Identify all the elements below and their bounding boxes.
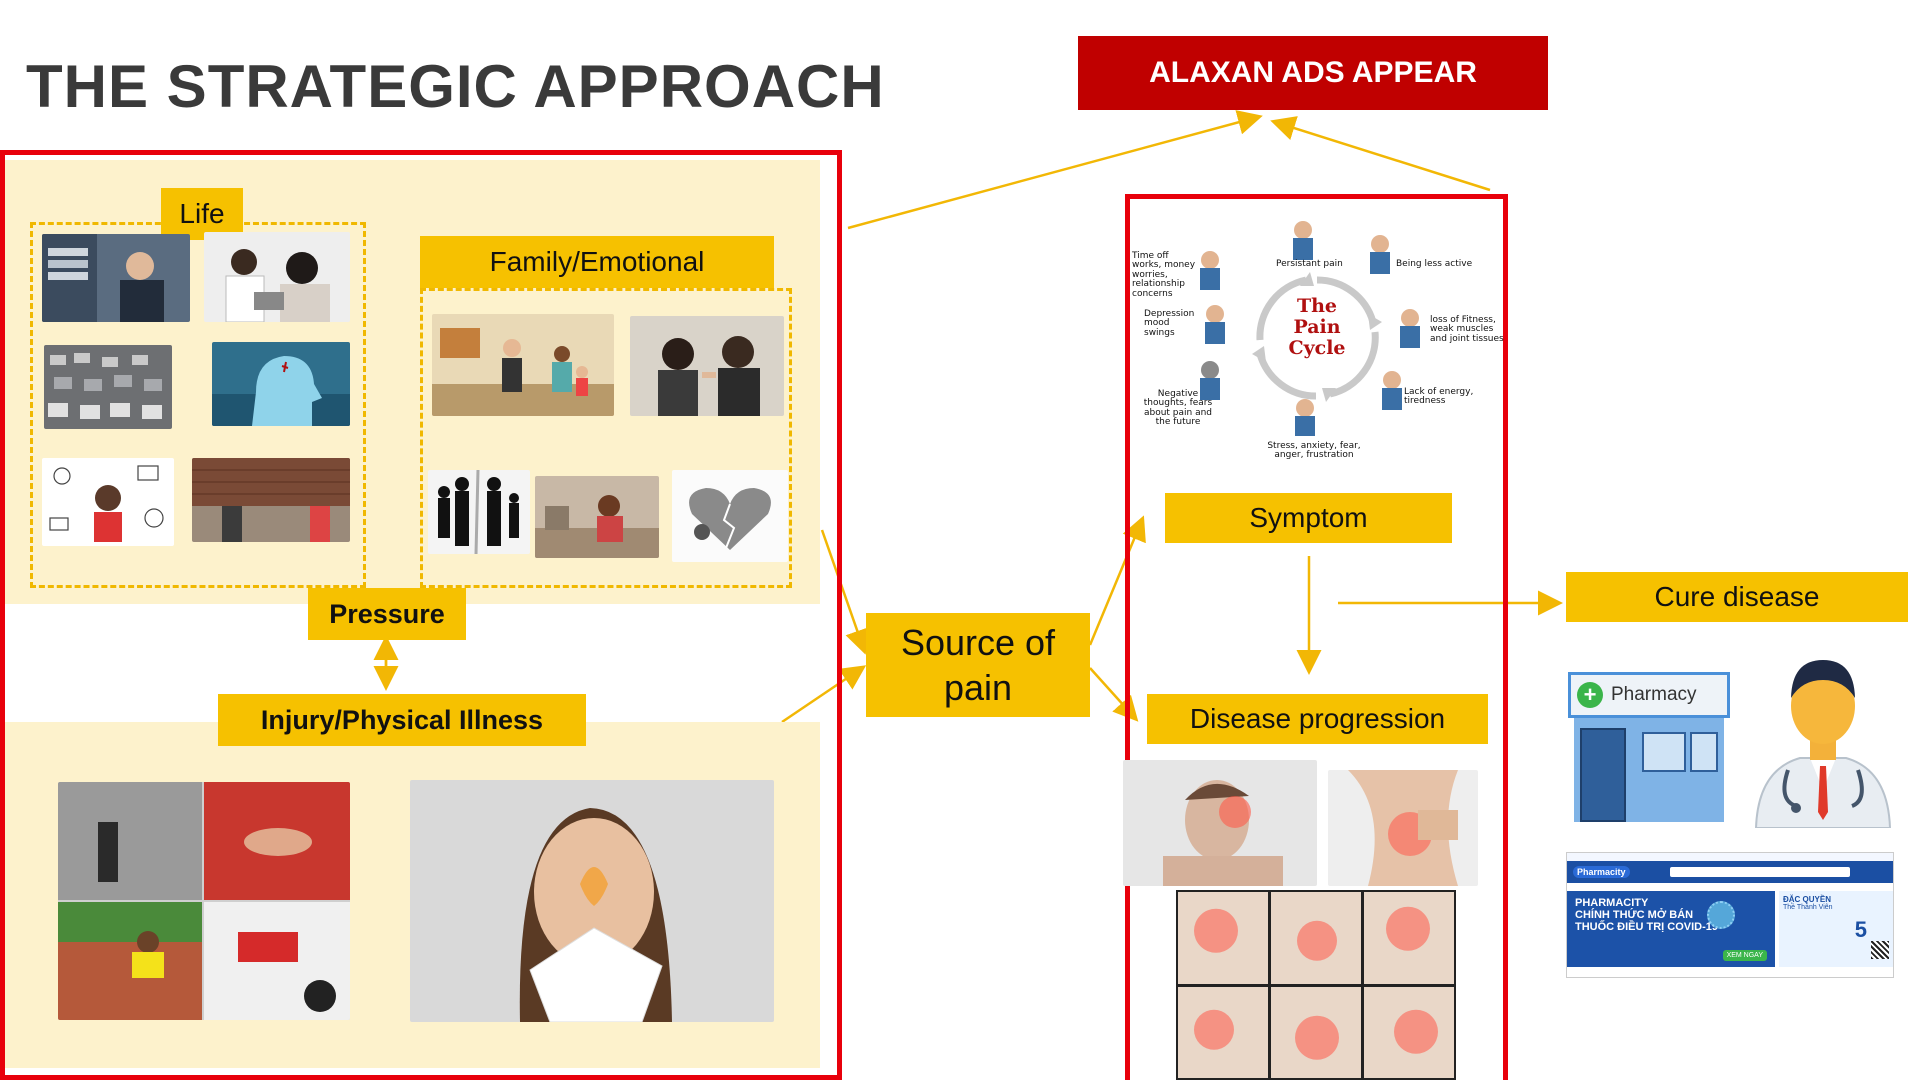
arrow-right-to-ads	[1270, 116, 1491, 192]
promo-line-1: PHARMACITY	[1575, 897, 1649, 909]
member-sub: Thẻ Thành Viên	[1783, 904, 1833, 911]
pharmacy-sign-text: Pharmacy	[1611, 684, 1697, 705]
photo-bricks-burden	[192, 458, 350, 542]
photo-woman-sad-floor	[535, 476, 659, 558]
arrow-source-to-symptom	[1088, 515, 1146, 646]
photo-woman-sinus-illness	[410, 780, 774, 1022]
family-group	[420, 288, 792, 588]
promo-view-button[interactable]: XEM NGAY	[1722, 950, 1767, 961]
doctor-icon	[1748, 640, 1898, 829]
web-search-bar	[1669, 867, 1850, 877]
photo-family-conflict-cartoon	[432, 314, 614, 416]
arrow-left-to-ads	[847, 110, 1263, 230]
arrow-injury-to-source	[781, 665, 867, 724]
pain-neck-back	[1364, 892, 1454, 984]
photo-traffic-jam	[44, 345, 172, 429]
pain-lower-back	[1271, 986, 1361, 1078]
pain-shoulder-2	[1178, 986, 1268, 1078]
photo-woman-stress-sketch	[42, 458, 174, 546]
cycle-ring-icon	[1200, 221, 1420, 436]
cycle-item-stress: Stress, anxiety, fear, anger, frustratio…	[1267, 441, 1361, 461]
cycle-item-fitness: loss of Fitness, weak muscles and joint …	[1430, 315, 1504, 344]
pharmacy-illustration: + Pharmacy	[1568, 672, 1730, 822]
pressure-label: Pressure	[308, 588, 466, 640]
cycle-item-less-active: Being less active	[1396, 259, 1473, 269]
arrow-family-to-source	[820, 529, 870, 655]
pain-cycle-diagram: The Pain Cycle Time off works, money wor…	[1130, 210, 1504, 460]
photo-child-broken-heart-sketch	[672, 470, 788, 562]
symptom-label: Symptom	[1165, 493, 1452, 543]
photo-laptop-stress	[204, 232, 350, 322]
causes-frame	[0, 150, 842, 1080]
ads-appear-banner: ALAXAN ADS APPEAR	[1078, 36, 1548, 110]
pain-shoulder-1	[1178, 892, 1268, 984]
cycle-item-negative-thoughts: Negative thoughts, fears about pain and …	[1143, 389, 1213, 428]
cycle-item-lack-energy: Lack of energy, tiredness	[1404, 387, 1474, 407]
member-number: 5	[1854, 917, 1867, 942]
covid-promo-banner: PHARMACITY CHÍNH THỨC MỞ BÁN THUỐC ĐIỀU …	[1567, 891, 1775, 967]
symptoms-frame	[1125, 194, 1508, 1080]
promo-line-3: THUỐC ĐIỀU TRỊ COVID-19	[1575, 921, 1719, 933]
body-pain-grid	[1176, 890, 1456, 1080]
disease-progression-label: Disease progression	[1147, 694, 1488, 744]
source-of-pain-text: Source of pain	[900, 622, 1056, 708]
photo-sports-injuries-collage	[58, 782, 350, 1020]
member-promo-banner: ĐẶC QUYỀN Thẻ Thành Viên 5	[1779, 891, 1893, 967]
photo-neck-pain	[1328, 770, 1478, 886]
pharmacy-cross-icon: +	[1577, 682, 1603, 708]
qr-code-icon	[1871, 941, 1889, 959]
cycle-item-worries: Time off works, money worries, relations…	[1132, 251, 1196, 299]
cure-disease-label: Cure disease	[1566, 572, 1908, 622]
virus-icon	[1707, 901, 1735, 929]
cycle-item-persistant-pain: Persistant pain	[1276, 259, 1343, 269]
cycle-item-depression: Depression mood swings	[1144, 309, 1195, 338]
pain-elbow	[1271, 892, 1361, 984]
pharmacity-website-screenshot: Pharmacity PHARMACITY CHÍNH THỨC MỞ BÁN …	[1566, 852, 1894, 978]
photo-family-split-silhouette	[428, 470, 530, 554]
life-label: Life	[161, 188, 243, 240]
photo-couple-arguing	[630, 316, 784, 416]
photo-headache	[1123, 760, 1317, 886]
source-of-pain-label: Source of pain	[866, 613, 1090, 717]
pain-shoulder-3	[1364, 986, 1454, 1078]
page-title: THE STRATEGIC APPROACH	[26, 53, 885, 120]
photo-head-silhouette	[212, 342, 350, 426]
family-emotional-label: Family/Emotional	[420, 236, 774, 288]
member-title: ĐẶC QUYỀN	[1783, 895, 1832, 904]
pain-cycle-title: The Pain Cycle	[1288, 295, 1346, 359]
pharmacity-brand-text: Pharmacity	[1573, 866, 1630, 878]
promo-line-2: CHÍNH THỨC MỞ BÁN	[1575, 909, 1694, 921]
photo-office-stress	[42, 234, 190, 322]
injury-illness-label: Injury/Physical Illness	[218, 694, 586, 746]
